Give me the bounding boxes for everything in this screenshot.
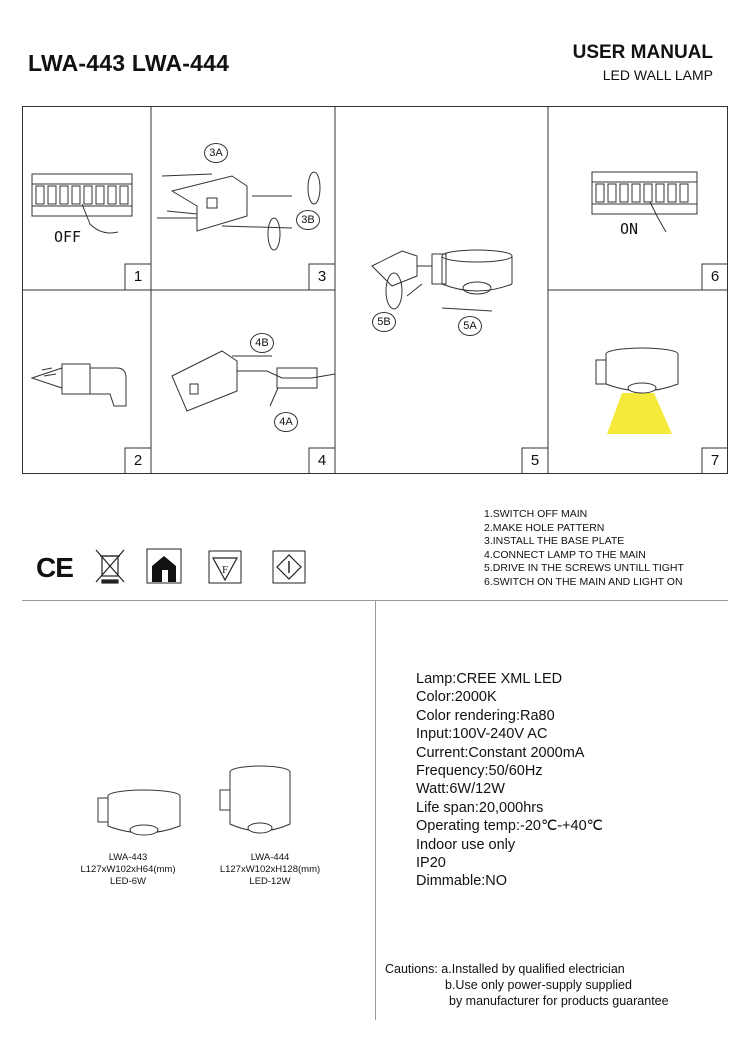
class-one-icon [272,550,306,584]
drill-illustration [30,363,127,407]
step-number-5: 5 [530,452,540,469]
product-drawings [97,765,291,836]
spec-color-rendering: Color rendering:Ra80 [416,707,555,724]
spec-input: Input:100V-240V AC [416,726,548,743]
spec-watt: Watt:6W/12W [416,781,505,798]
installation-steps-grid: 1 3 6 2 4 5 7 OFF ON 3A 3B 4B 4A 5B 5A [22,106,728,474]
f-mark-icon: F [208,550,242,584]
callout-4b: 4B [250,333,274,353]
step-number-4: 4 [317,452,327,469]
manual-title: USER MANUAL [572,42,713,63]
product-dimensions: L127xW102xH64(mm) [80,864,176,875]
step-number-1: 1 [133,268,143,285]
callout-4a: 4A [274,412,298,432]
step-number-3: 3 [317,268,327,285]
step-number-6: 6 [710,268,720,285]
breaker-off-illustration [31,173,133,234]
callout-3a: 3A [204,143,228,163]
breaker-on-illustration [591,171,698,233]
steps-grid-lines [22,106,728,474]
spec-operating-temp: Operating temp:-20℃-+40℃ [416,818,603,835]
product-power: LED-12W [249,876,291,887]
cautions: Cautions: a.Installed by qualified elect… [385,961,669,1009]
specifications: Lamp:CREE XML LED Color:2000K Color rend… [416,670,603,891]
instruction-item: 3.INSTALL THE BASE PLATE [484,535,625,547]
step-number-7: 7 [710,452,720,469]
spec-indoor-use: Indoor use only [416,836,516,853]
instruction-item: 6.SWITCH ON THE MAIN AND LIGHT ON [484,575,683,588]
product-dimensions: L127xW102xH128(mm) [219,864,321,875]
instruction-item: 1.SWITCH OFF MAIN [484,508,588,520]
spec-ip-rating: IP20 [416,855,446,872]
callout-5b: 5B [372,312,396,332]
instruction-item: 4.CONNECT LAMP TO THE MAIN [484,548,646,561]
spec-current: Current:Constant 2000mA [416,744,585,761]
spec-dimmable: Dimmable:NO [416,873,508,890]
spec-color: Color:2000K [416,689,497,706]
callout-5a: 5A [458,316,482,336]
cautions-label: Cautions: [385,962,438,976]
spec-lamp: Lamp:CREE XML LED [416,671,563,687]
spec-life-span: Life span:20,000hrs [416,799,544,816]
product-lwa-443: LWA-443 L127xW102xH64(mm) LED-6W [68,852,188,888]
lamp-lit-illustration [595,347,679,434]
lamp-mounting-illustration [371,249,513,312]
svg-text:F: F [222,564,228,576]
section-divider-vertical [375,600,376,1020]
product-power: LED-6W [110,876,146,887]
caution-item: by manufacturer for products guarantee [449,994,669,1008]
product-model: LWA-443 [108,852,148,863]
product-model: LWA-444 [250,852,290,863]
manual-subtitle: LED WALL LAMP [602,67,713,83]
model-title: LWA-443 LWA-444 [28,50,230,76]
callout-3b: 3B [296,210,320,230]
instruction-item: 2.MAKE HOLE PATTERN [484,521,605,534]
spec-frequency: Frequency:50/60Hz [416,763,543,780]
indoor-use-icon [146,548,182,584]
instructions-list: 1.SWITCH OFF MAIN 2.MAKE HOLE PATTERN 3.… [484,508,684,589]
ce-mark-icon: CE [36,552,74,583]
base-plate-illustration [157,171,321,251]
weee-bin-icon [95,549,125,584]
step-number-2: 2 [133,452,143,469]
wiring-illustration [171,350,336,412]
off-label: OFF [54,228,82,246]
on-label: ON [620,220,639,238]
instruction-item: 5.DRIVE IN THE SCREWS UNTILL TIGHT [484,562,684,574]
caution-item: b.Use only power-supply supplied [445,978,632,992]
product-lwa-444: LWA-444 L127xW102xH128(mm) LED-12W [210,852,330,888]
caution-item: a.Installed by qualified electrician [441,962,625,976]
